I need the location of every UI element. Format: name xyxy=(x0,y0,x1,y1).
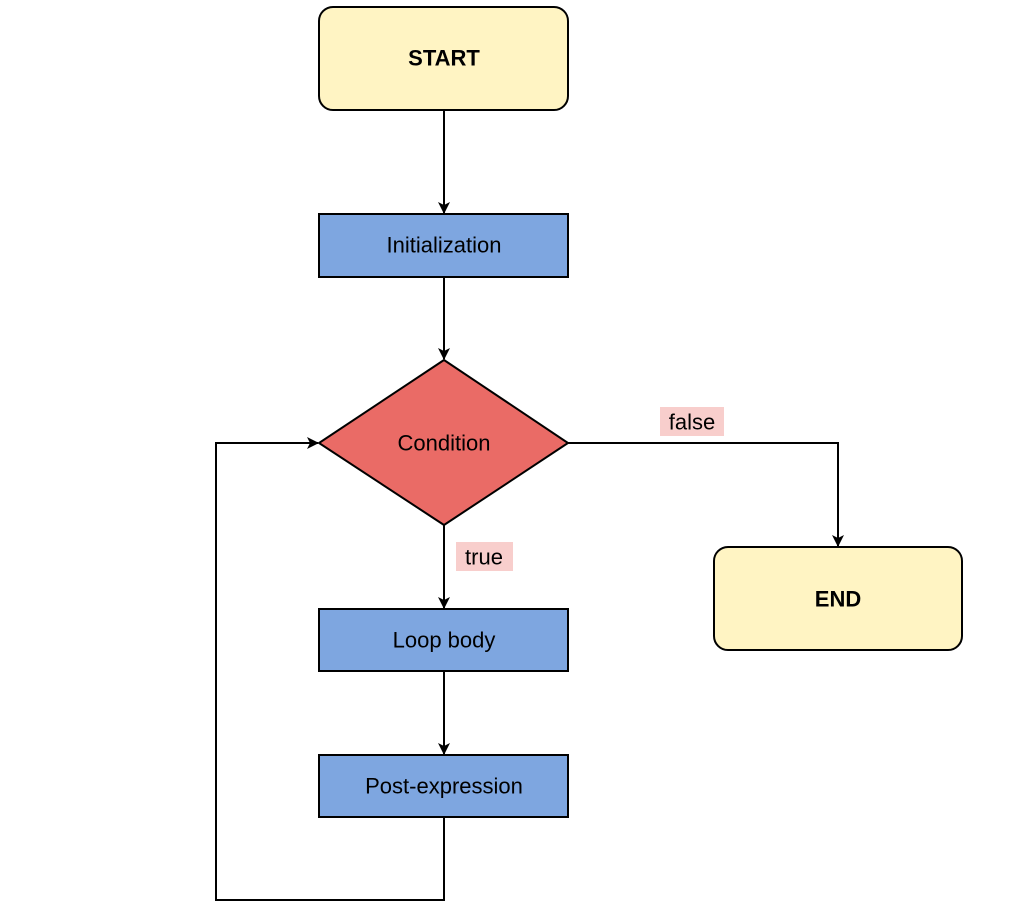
loop-body-label: Loop body xyxy=(393,628,496,653)
condition-shape xyxy=(317,358,570,527)
label-true-background xyxy=(456,542,513,571)
condition-label: Condition xyxy=(398,431,491,456)
node-post-expression: Post-expression xyxy=(318,754,569,818)
start-shape xyxy=(318,6,569,111)
loop-body-shape xyxy=(318,608,569,672)
node-initialization: Initialization xyxy=(318,213,569,278)
edge-condition-to-end xyxy=(568,442,844,547)
label-false-background xyxy=(660,407,724,436)
label-true-text: true xyxy=(465,545,503,570)
initialization-label: Initialization xyxy=(387,233,502,258)
end-shape xyxy=(713,546,963,651)
label-false-text: false xyxy=(669,410,715,435)
post-expression-shape xyxy=(318,754,569,818)
edge-post-loop-back xyxy=(215,437,445,901)
end-label: END xyxy=(815,587,861,612)
initialization-shape xyxy=(318,213,569,278)
node-end: END xyxy=(713,546,963,651)
node-start: START xyxy=(318,6,569,111)
label-true: true xyxy=(456,542,513,571)
node-condition: Condition xyxy=(317,358,570,527)
label-false: false xyxy=(660,407,724,436)
post-expression-label: Post-expression xyxy=(365,774,523,799)
edges xyxy=(215,110,844,901)
start-label: START xyxy=(408,46,480,71)
node-loop-body: Loop body xyxy=(318,608,569,672)
